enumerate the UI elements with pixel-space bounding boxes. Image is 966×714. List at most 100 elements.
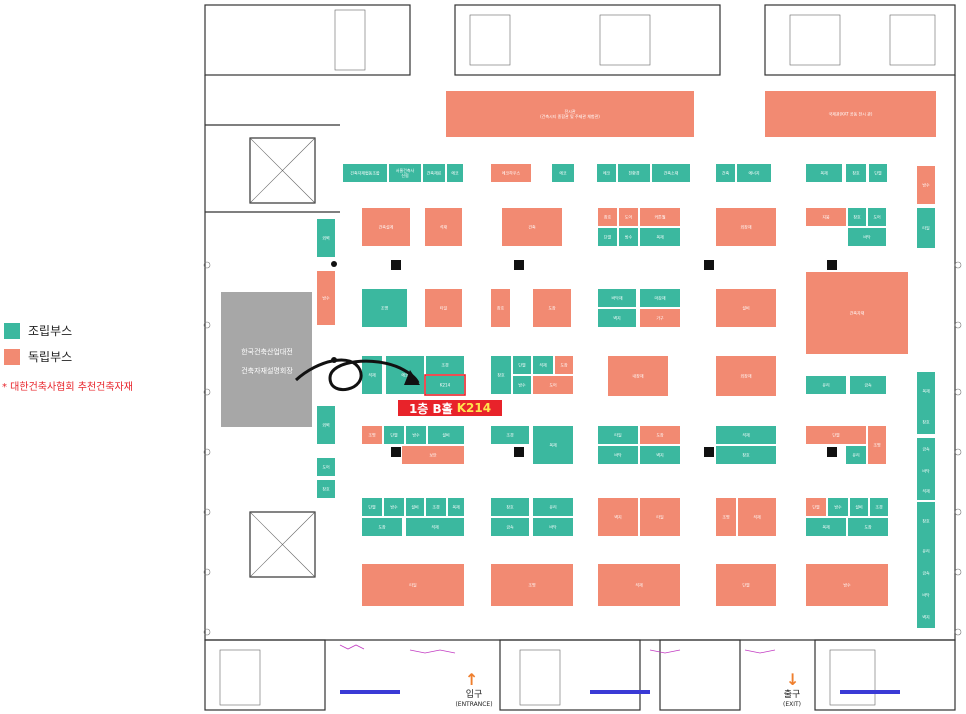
booth-84[interactable]: 설비 <box>406 498 424 516</box>
booth-70[interactable]: 바닥 <box>598 446 638 464</box>
booth-81[interactable]: 창호 <box>317 480 335 498</box>
booth-60[interactable]: 외벽 <box>317 406 335 444</box>
booth-rect[interactable] <box>640 208 680 226</box>
booth-1[interactable]: 국제관(KAT 공동 전시 관) <box>765 91 936 137</box>
booth-62[interactable]: 단열 <box>384 426 404 444</box>
booth-rect[interactable] <box>917 410 935 434</box>
booth-rect[interactable] <box>917 606 935 628</box>
booth-15[interactable]: 단열 <box>869 164 887 182</box>
booth-rect[interactable] <box>555 356 573 374</box>
booth-rect[interactable] <box>317 219 335 257</box>
booth-rect[interactable] <box>362 426 382 444</box>
booth-41[interactable]: 가구 <box>640 309 680 327</box>
booth-rect[interactable] <box>513 356 531 374</box>
booth-2[interactable]: 건축자재협동조합 <box>343 164 387 182</box>
booth-0[interactable]: 전시관(건축시티 종합관 및 주제관 체험관) <box>446 91 694 137</box>
booth-48[interactable]: 창호 <box>491 356 511 394</box>
booth-10[interactable]: 건축소재 <box>652 164 690 182</box>
booth-rect[interactable] <box>917 584 935 606</box>
booth-5[interactable]: 에코 <box>447 164 463 182</box>
booth-46[interactable]: 조경 <box>426 356 464 374</box>
booth-79[interactable]: 석재 <box>917 482 935 500</box>
booth-25[interactable]: 방수 <box>619 228 638 246</box>
booth-39[interactable]: 마감재 <box>640 289 680 307</box>
booth-92[interactable]: 바닥 <box>533 518 573 536</box>
booth-21[interactable]: 창호 <box>598 208 617 226</box>
booth-rect[interactable] <box>406 426 426 444</box>
booth-96[interactable]: 석재 <box>738 498 776 536</box>
booth-rect[interactable] <box>384 498 404 516</box>
booth-23[interactable]: 커튼월 <box>640 208 680 226</box>
booth-rect[interactable] <box>917 166 935 204</box>
booth-54[interactable]: 내장재 <box>608 356 668 396</box>
booth-rect[interactable] <box>402 446 464 464</box>
booth-rect[interactable] <box>317 458 335 476</box>
booth-98[interactable]: 방수 <box>828 498 848 516</box>
booth-88[interactable]: 석재 <box>406 518 464 536</box>
booth-56[interactable]: 유리 <box>806 376 846 394</box>
booth-58[interactable]: 목재 <box>917 372 935 410</box>
booth-rect[interactable] <box>917 562 935 584</box>
booth-37[interactable]: 도장 <box>533 289 571 327</box>
booth-rect[interactable] <box>618 164 650 182</box>
booth-107[interactable]: 벽지 <box>917 606 935 628</box>
booth-rect[interactable] <box>389 164 421 182</box>
booth-rect[interactable] <box>828 498 848 516</box>
booth-105[interactable]: 금속 <box>917 562 935 584</box>
booth-rect[interactable] <box>640 446 680 464</box>
booth-rect[interactable] <box>848 228 886 246</box>
booth-rect[interactable] <box>848 208 866 226</box>
booth-rect[interactable] <box>502 208 562 246</box>
booth-rect[interactable] <box>423 164 445 182</box>
booth-47[interactable]: K214 <box>426 376 464 394</box>
booth-rect[interactable] <box>917 372 935 410</box>
booth-82[interactable]: 단열 <box>362 498 382 516</box>
booth-102[interactable]: 도장 <box>848 518 888 536</box>
booth-7[interactable]: 에코 <box>552 164 574 182</box>
booth-rect[interactable] <box>598 309 636 327</box>
booth-49[interactable]: 단열 <box>513 356 531 374</box>
booth-rect[interactable] <box>598 446 638 464</box>
booth-rect[interactable] <box>765 91 936 137</box>
booth-rect[interactable] <box>619 208 638 226</box>
booth-rect[interactable] <box>362 518 402 536</box>
booth-43[interactable]: 건축자재 <box>806 272 908 354</box>
booth-rect[interactable] <box>716 498 736 536</box>
booth-76[interactable]: 조명 <box>868 426 886 464</box>
booth-rect[interactable] <box>552 164 574 182</box>
booth-67[interactable]: 목재 <box>533 426 573 464</box>
booth-rect[interactable] <box>716 446 776 464</box>
booth-rect[interactable] <box>806 376 846 394</box>
booth-53[interactable]: 도어 <box>533 376 573 394</box>
booth-20[interactable]: 건축 <box>502 208 562 246</box>
booth-rect[interactable] <box>846 446 866 464</box>
booth-rect[interactable] <box>846 164 866 182</box>
booth-rect[interactable] <box>362 356 382 394</box>
booth-rect[interactable] <box>640 289 680 307</box>
booth-90[interactable]: 유리 <box>533 498 573 516</box>
booth-36[interactable]: 창호 <box>491 289 510 327</box>
booth-rect[interactable] <box>386 356 424 394</box>
booth-rect[interactable] <box>598 208 617 226</box>
booth-rect[interactable] <box>716 208 776 246</box>
booth-rect[interactable] <box>716 356 776 396</box>
booth-rect[interactable] <box>533 498 573 516</box>
booth-110[interactable]: 석재 <box>598 564 680 606</box>
booth-66[interactable]: 조경 <box>491 426 529 444</box>
booth-rect[interactable] <box>640 228 680 246</box>
booth-97[interactable]: 단열 <box>806 498 826 516</box>
booth-rect[interactable] <box>362 498 382 516</box>
booth-rect[interactable] <box>447 164 463 182</box>
booth-rect[interactable] <box>426 356 464 374</box>
booth-78[interactable]: 바닥 <box>917 460 935 482</box>
booth-32[interactable]: 외벽 <box>317 219 335 257</box>
booth-57[interactable]: 금속 <box>850 376 886 394</box>
booth-28[interactable]: 지붕 <box>806 208 846 226</box>
booth-83[interactable]: 방수 <box>384 498 404 516</box>
booth-59[interactable]: 창호 <box>917 410 935 434</box>
booth-12[interactable]: 에너지 <box>737 164 771 182</box>
booth-45[interactable]: 에코 <box>386 356 424 394</box>
booth-74[interactable]: 단열 <box>806 426 866 444</box>
booth-27[interactable]: 외장재 <box>716 208 776 246</box>
booth-18[interactable]: 건축설계 <box>362 208 410 246</box>
